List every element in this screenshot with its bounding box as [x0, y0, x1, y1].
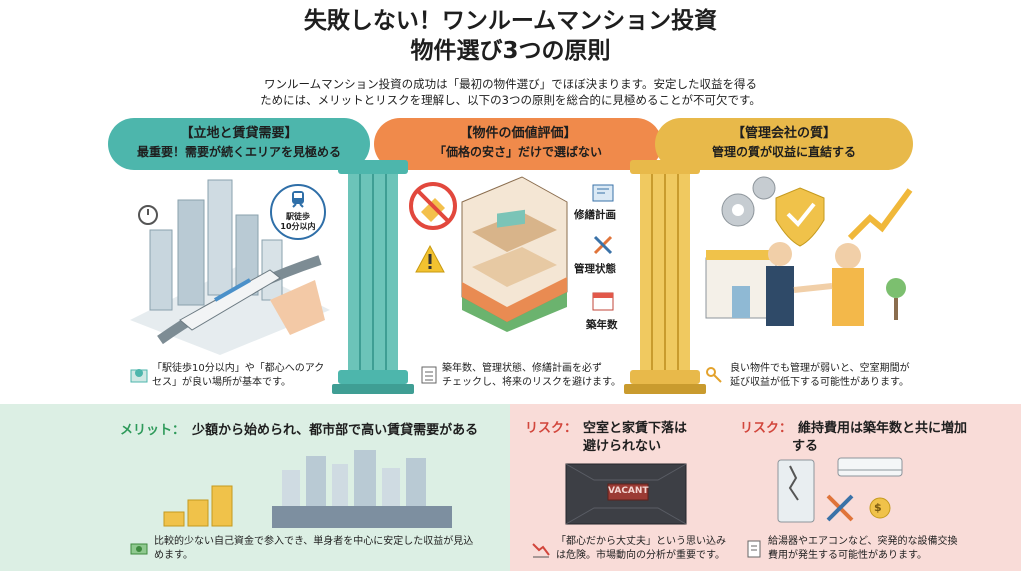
calendar-icon — [592, 292, 614, 311]
risk-cost-note: 給湯器やエアコンなど、突発的な設備交換 費用が発生する可能性があります。 — [768, 536, 958, 561]
risk-vacancy-text-line1: 空室と家賃下落は — [583, 421, 688, 436]
risk-cost-tag: リスク： — [740, 421, 793, 436]
gold-pillar-illustration — [624, 160, 706, 394]
station-badge: 駅徒歩 10分以内 — [270, 184, 326, 240]
page-title-line2: 物件選び3つの原則 — [410, 38, 611, 64]
label-management-state: 管理状態 — [574, 263, 616, 275]
crowd-city-illustration — [272, 450, 452, 528]
intro-line2: ためには、メリットとリスクを理解し、以下の3つの原則を総合的に見極めることが不可… — [260, 93, 761, 107]
apartment-cutaway-illustration — [461, 176, 568, 332]
coin-stacks-illustration — [163, 485, 233, 527]
blueprint-icon — [592, 184, 614, 202]
principle-location-header: 【立地と賃貸需要】 最重要！需要が続くエリアを見極める — [108, 118, 370, 170]
station-badge-line1: 駅徒歩 — [286, 212, 310, 221]
risk-vacancy-tag: リスク： — [525, 421, 578, 436]
station-badge-line2: 10分以内 — [280, 222, 316, 231]
principle-value-sub: 「価格の安さ」だけで選ばない — [433, 145, 602, 159]
principle-management-note: 良い物件でも管理が弱いと、空室期間が 延び収益が低下する可能性があります。 — [730, 363, 910, 388]
risk-cost-text-line2: する — [792, 439, 819, 454]
wrench-icon — [593, 235, 613, 255]
risk-vacancy-text-line2: 避けられない — [583, 439, 662, 454]
principle-value-note: 築年数、管理状態、修繕計画を必ず チェックし、将来のリスクを避けます。 — [442, 363, 621, 388]
map-pin-icon — [130, 369, 148, 383]
city-train-illustration — [130, 179, 330, 355]
management-handshake-illustration — [705, 176, 913, 326]
warning-icon — [415, 244, 445, 273]
merit-note: 比較的少ない自己資金で参入でき、単身者を中心に安定した収益が見込 めます。 — [154, 536, 474, 561]
risk-cost-text-line1: 維持費用は築年数と共に増加 — [798, 421, 968, 436]
water-heater-aircon-illustration — [777, 457, 903, 523]
money-icon — [130, 543, 148, 555]
train-icon — [292, 191, 304, 208]
dollar-coin-icon: $ — [874, 501, 882, 514]
risk-vacancy-note: 「都心だから大丈夫」という思い込み は危険。市場動向の分析が重要です。 — [556, 536, 726, 561]
intro-line1: ワンルームマンション投資の成功は「最初の物件選び」でほぼ決まります。安定した収益… — [264, 77, 757, 91]
checklist-icon — [421, 366, 437, 384]
vacant-room-illustration — [565, 463, 687, 525]
chart-down-icon — [532, 543, 550, 558]
principle-location-heading: 【立地と賃貸需要】 — [180, 126, 298, 141]
document-icon — [747, 540, 761, 558]
principle-location-note: 「駅徒歩10分以内」や「都心へのアク セス」が良い場所が基本です。 — [152, 363, 325, 388]
principle-management-sub: 管理の質が収益に直結する — [711, 145, 856, 159]
merit-tag: メリット： — [120, 423, 186, 438]
no-cheap-price-icon — [409, 182, 457, 230]
label-repair-plan: 修繕計画 — [574, 209, 616, 221]
principle-location-sub: 最重要！需要が続くエリアを見極める — [136, 145, 341, 159]
merit-text: 少額から始められ、都市部で高い賃貸需要がある — [192, 423, 479, 438]
key-icon — [706, 367, 722, 383]
principle-management-heading: 【管理会社の質】 — [731, 126, 836, 141]
teal-pillar-illustration — [332, 160, 414, 394]
label-building-age: 築年数 — [586, 319, 618, 331]
principle-value-header: 【物件の価値評価】 「価格の安さ」だけで選ばない — [374, 118, 662, 170]
vacant-sign: VACANT — [608, 486, 649, 496]
page-title-line1: 失敗しない！ワンルームマンション投資 — [303, 8, 718, 34]
principle-value-heading: 【物件の価値評価】 — [459, 126, 577, 141]
principle-management-header: 【管理会社の質】 管理の質が収益に直結する — [655, 118, 913, 170]
